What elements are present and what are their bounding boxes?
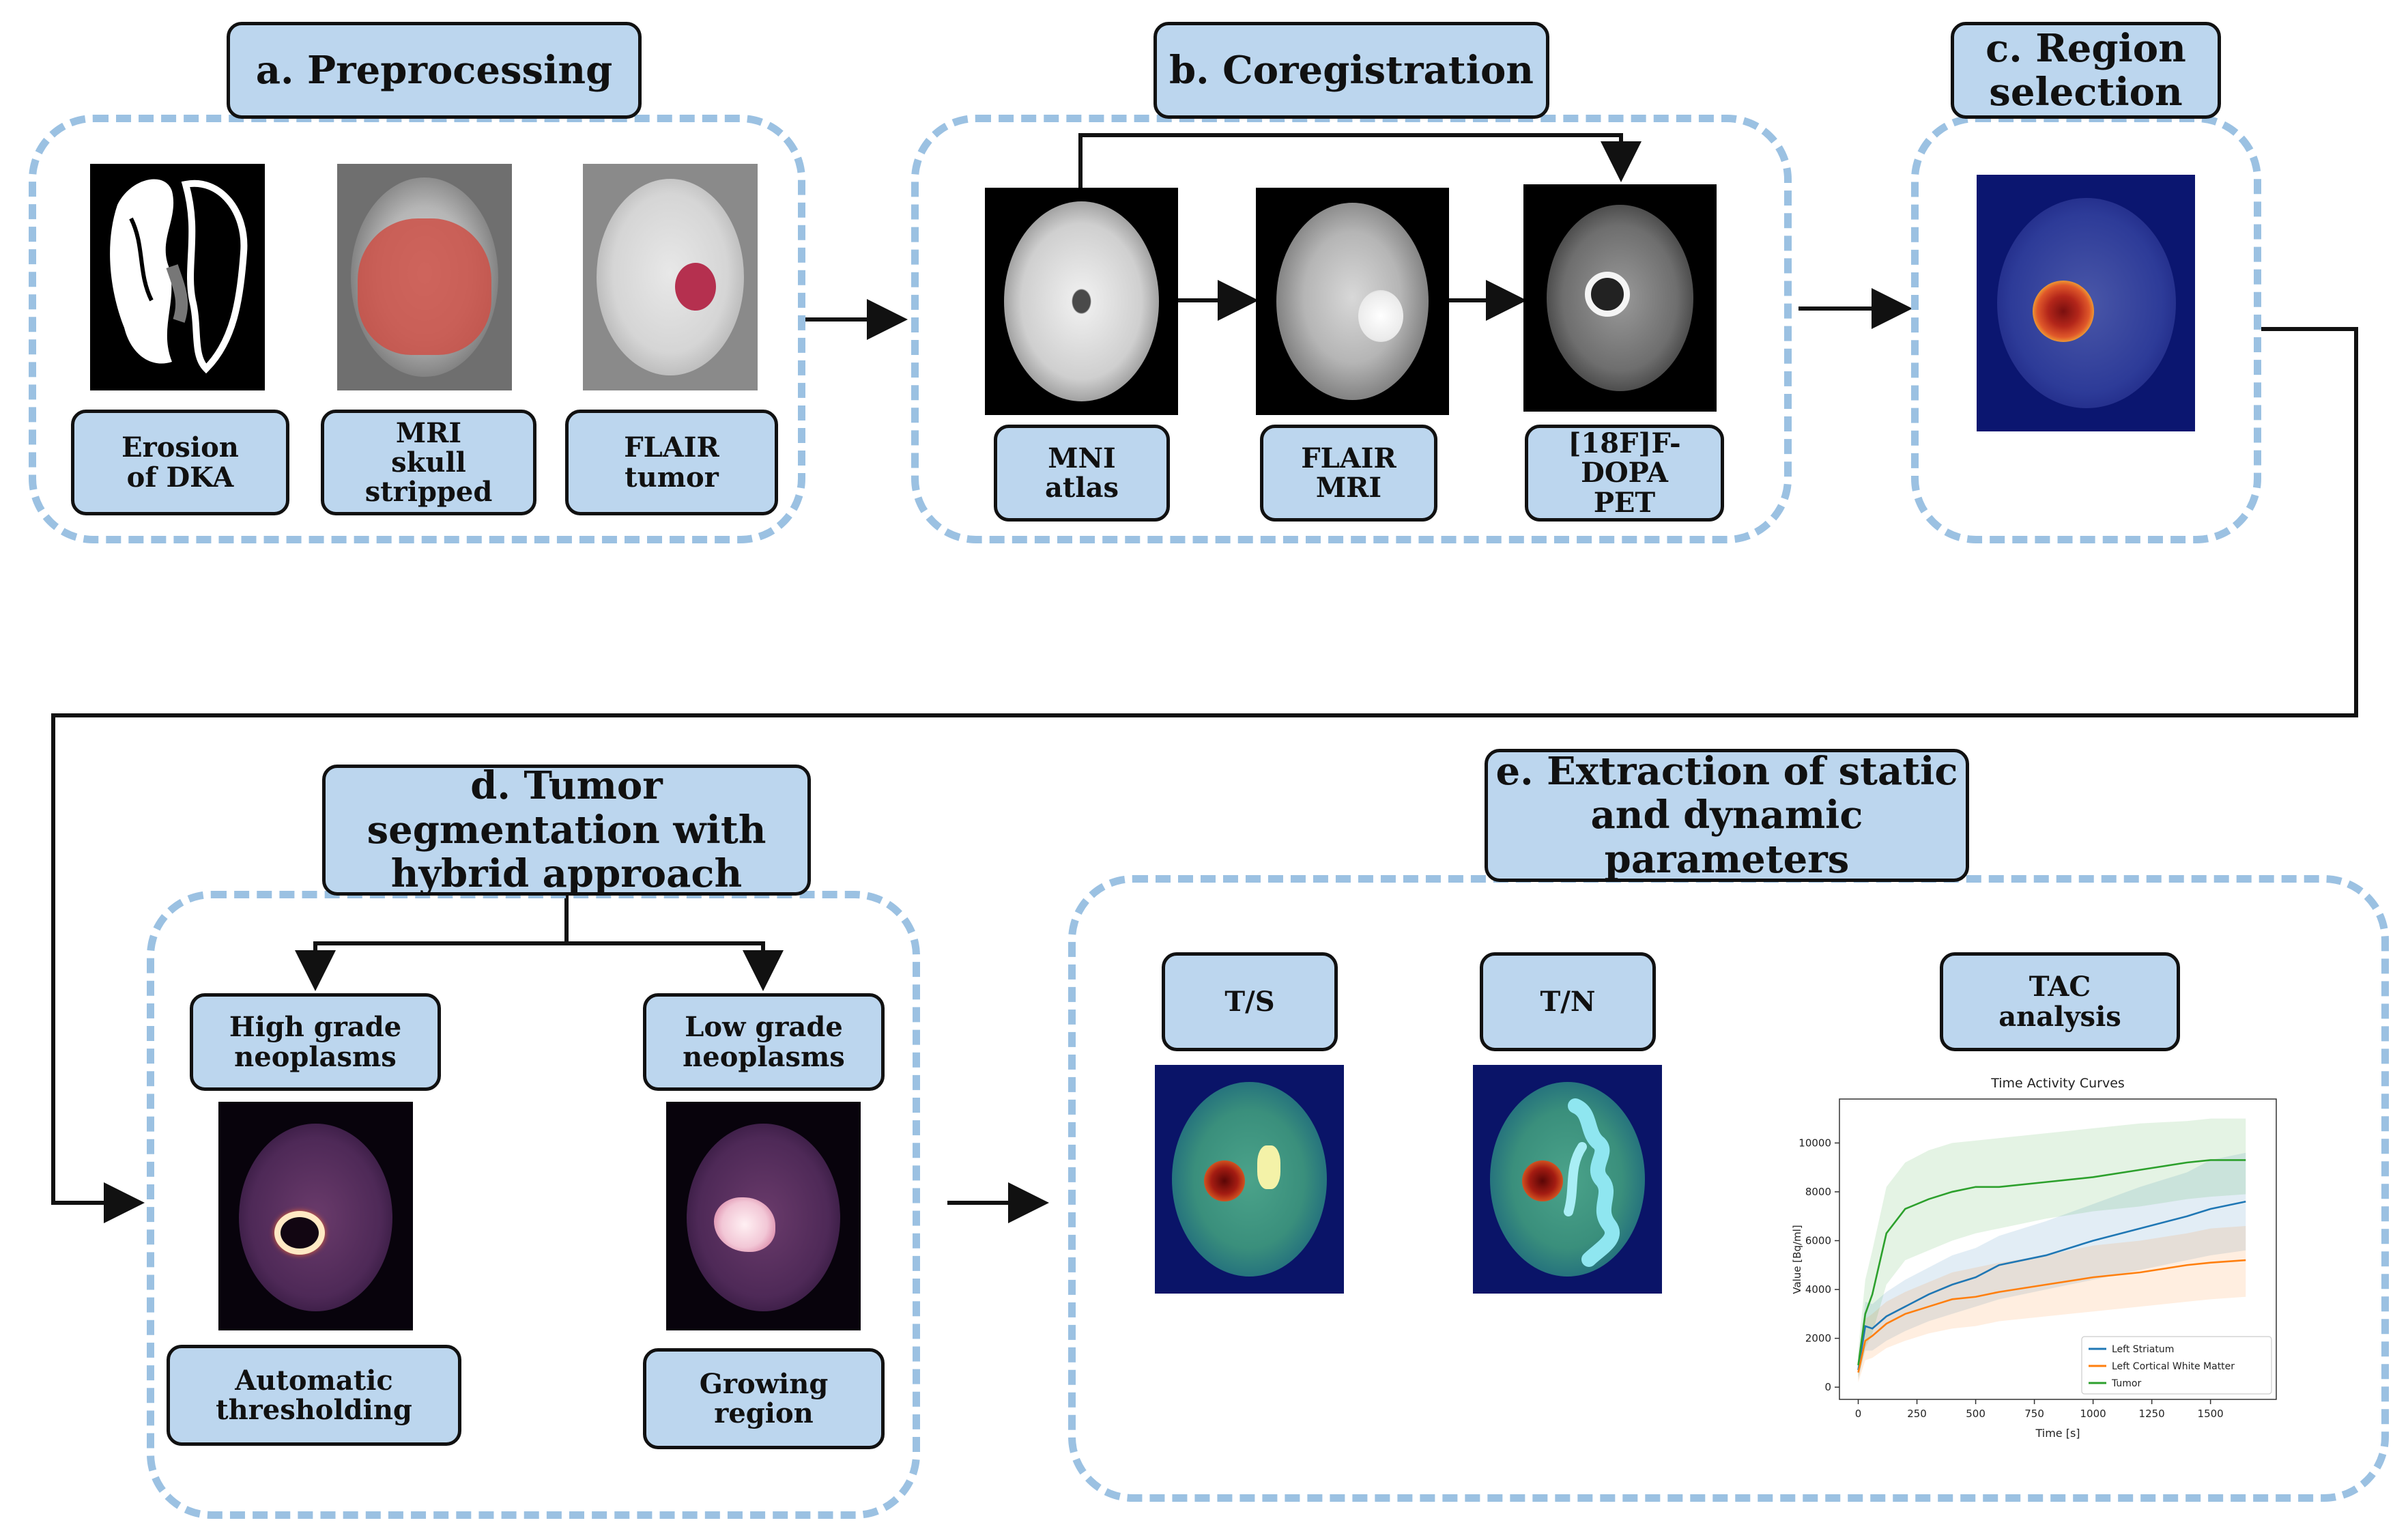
chart-legend: [2081, 1336, 2272, 1395]
label-tac-analysis: TAC analysis: [1940, 952, 2180, 1051]
label-automatic-thresholding: Automatic thresholding: [167, 1345, 461, 1446]
region-roi: [2033, 281, 2094, 342]
label-flair-mri: FLAIR MRI: [1260, 425, 1437, 522]
x-tick-label-1: 250: [1907, 1408, 1927, 1420]
tn-image: [1473, 1065, 1662, 1294]
high-grade-image: [218, 1102, 413, 1330]
chart-y-label: Value [Bq/ml]: [1791, 1225, 1803, 1294]
label-fdopa-pet: [18F]F- DOPA PET: [1525, 425, 1724, 522]
arrow-d-split: [295, 896, 569, 991]
y-tick-label-3: 6000: [1805, 1234, 1831, 1246]
arrow-c-to-d: [51, 327, 2358, 1223]
panel-e-title: e. Extraction of static and dynamic para…: [1485, 749, 1969, 882]
ts-tumor: [1204, 1160, 1245, 1201]
low-grade-region: [714, 1197, 775, 1252]
y-tick-label-1: 2000: [1805, 1332, 1831, 1345]
skull-stripped-image: [337, 164, 512, 390]
label-ts: T/S: [1162, 952, 1338, 1051]
flair-mri-lesion: [1358, 290, 1403, 342]
label-flair-tumor: FLAIR tumor: [565, 410, 778, 515]
chart-plot-area: 0 250 500 750 1000 1250 1500 0 2000 4000 6000 8000 1…: [1798, 1098, 2277, 1420]
series-line-1: [1857, 1259, 2246, 1373]
skull-stripped-mask: [358, 218, 491, 355]
series-band-2: [1858, 1118, 2246, 1378]
mni-atlas-image: [985, 188, 1178, 415]
label-skull-stripped: MRI skull stripped: [321, 410, 536, 515]
erosion-dka-image: [90, 164, 265, 390]
tac-chart: Time Activity Curves 0 250 500 750 1000 1250 1…: [1788, 1068, 2290, 1451]
label-high-grade: High grade neoplasms: [190, 993, 441, 1091]
label-erosion-dka: Erosion of DKA: [71, 410, 289, 515]
tn-tumor: [1522, 1160, 1563, 1201]
x-tick-label-3: 750: [2024, 1408, 2044, 1420]
mni-brain: [1004, 201, 1159, 401]
label-growing-region: Growing region: [643, 1348, 885, 1449]
series-band-0: [1858, 1152, 2246, 1380]
chart-x-label: Time [s]: [2035, 1427, 2080, 1440]
x-tick-label-2: 500: [1966, 1408, 1986, 1420]
label-tn: T/N: [1480, 952, 1656, 1051]
ts-brain: [1172, 1082, 1327, 1277]
x-tick-label-5: 1250: [2139, 1408, 2165, 1420]
arrow-mni-to-pet: [1078, 133, 1642, 188]
low-grade-image: [666, 1102, 861, 1330]
legend-label-0: Left Striatum: [2112, 1344, 2174, 1355]
y-tick-label-0: 0: [1824, 1381, 1831, 1393]
pet-hotspot: [1585, 272, 1630, 317]
label-mni-atlas: MNI atlas: [994, 425, 1170, 522]
y-tick-label-5: 10000: [1798, 1137, 1831, 1149]
region-selection-image: [1977, 175, 2195, 431]
ts-striatum: [1257, 1145, 1280, 1189]
ts-image: [1155, 1065, 1344, 1294]
flair-tumor-image: [583, 164, 758, 390]
tn-brain: [1490, 1082, 1645, 1277]
y-tick-label-4: 8000: [1805, 1186, 1831, 1198]
flair-mri-brain: [1276, 203, 1429, 400]
x-tick-label-0: 0: [1855, 1408, 1862, 1420]
panel-d-title: d. Tumor segmentation with hybrid approa…: [322, 764, 811, 896]
arrow-d-split-right: [567, 941, 784, 991]
flair-mri-image: [1256, 188, 1449, 415]
chart-title: Time Activity Curves: [1990, 1076, 2125, 1091]
legend-label-2: Tumor: [2111, 1378, 2142, 1389]
flair-brain: [597, 179, 744, 375]
high-grade-ring: [274, 1211, 325, 1255]
tn-white-matter: [1564, 1098, 1620, 1267]
y-tick-label-2: 4000: [1805, 1283, 1831, 1296]
panel-b-title: b. Coregistration: [1153, 22, 1549, 119]
label-low-grade: Low grade neoplasms: [643, 993, 885, 1091]
x-tick-label-6: 1500: [2198, 1408, 2224, 1420]
panel-c-title: c. Region selection: [1951, 22, 2221, 119]
series-line-0: [1857, 1200, 2246, 1371]
x-tick-label-4: 1000: [2080, 1408, 2106, 1420]
series-band-1: [1858, 1226, 2246, 1382]
fdopa-pet-image: [1523, 184, 1717, 412]
series-line-2: [1857, 1159, 2246, 1366]
tac-chart-svg: Time Activity Curves 0 250 500 750 1000 1250 1…: [1791, 1076, 2277, 1440]
legend-label-1: Left Cortical White Matter: [2112, 1361, 2235, 1372]
panel-a-title: a. Preprocessing: [227, 22, 642, 119]
flair-tumor-mask: [675, 263, 716, 311]
